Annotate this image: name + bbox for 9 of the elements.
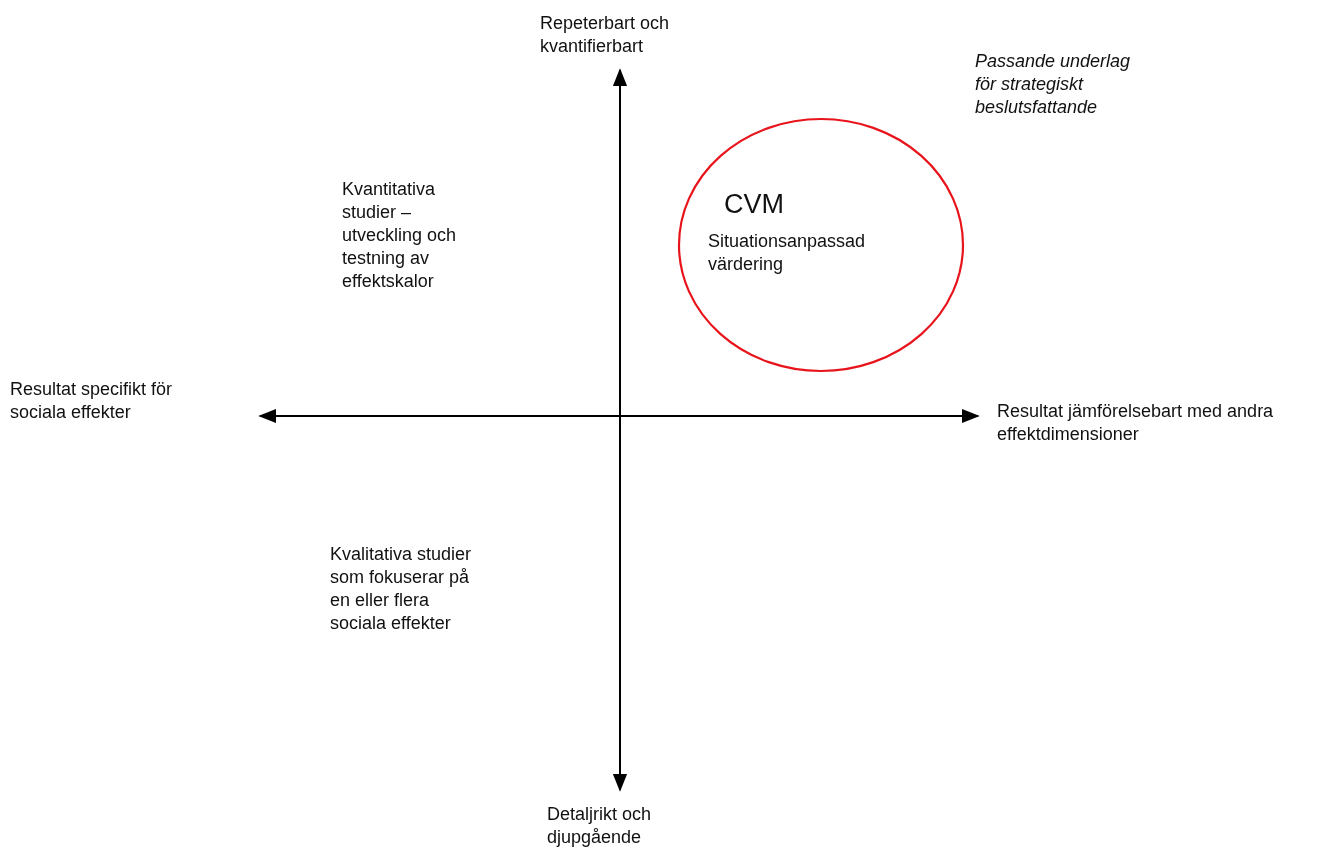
axis-label: Kvalitativa studier som fokuserar på en eller flera sociala effekter <box>330 543 473 635</box>
axis-label: Resultat specifikt för sociala effekter <box>10 378 174 424</box>
axis-label: Repeterbart och kvantifierbart <box>540 12 671 58</box>
node-text: Situationsanpassad värdering <box>708 230 867 276</box>
axis-label: Kvantitativa studier – utveckling och testning av effektskalor <box>342 178 458 293</box>
axis-label: Detaljrikt och djupgående <box>547 803 653 849</box>
note-text: Passande underlag för strategiskt beslutsfattande <box>975 50 1132 119</box>
axis-label: Resultat jämförelsebart med andra effektdimensioner <box>997 400 1275 446</box>
node-title: CVM <box>724 188 785 220</box>
